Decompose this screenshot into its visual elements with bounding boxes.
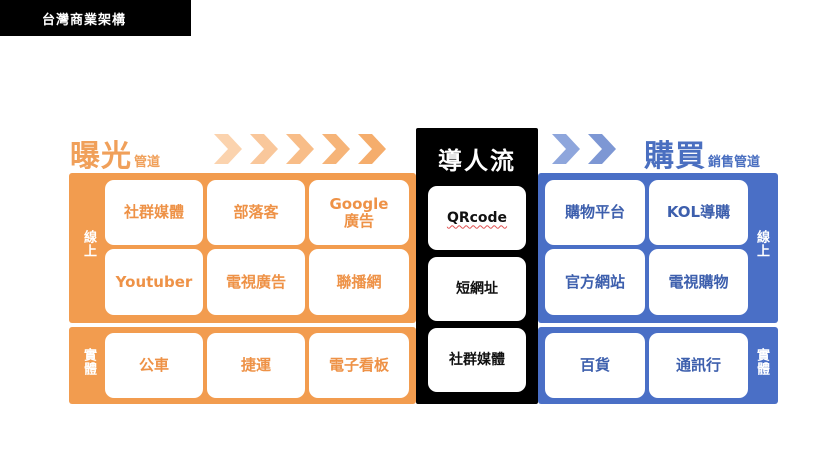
purchase-physical-panel: 百貨 通訊行 實體 [538,327,778,404]
exposure-card-mrt: 捷運 [207,333,305,398]
purchase-title-sub: 銷售管道 [708,155,761,170]
exposure-online-label: 線上 [81,230,96,258]
traffic-card-short-url: 短網址 [428,257,526,321]
chevron-right-icon [358,134,386,164]
traffic-card-qrcode-label: QRcode [446,209,508,226]
exposure-card-digital-signage: 電子看板 [309,333,409,398]
chevron-right-icon [214,134,242,164]
exposure-physical-label: 實體 [81,348,96,376]
header-bar: 台灣商業架構 [0,0,191,36]
purchase-arrows [552,134,624,164]
purchase-title: 購買銷售管道 [644,131,760,175]
purchase-title-main: 購買 [644,139,706,174]
exposure-card-social-media: 社群媒體 [105,180,203,245]
exposure-title-sub: 管道 [134,155,161,170]
exposure-card-bus: 公車 [105,333,203,398]
traffic-panel: 導人流 QRcode 短網址 社群媒體 [416,128,538,404]
exposure-physical-panel: 實體 公車 捷運 電子看板 [69,327,416,404]
chevron-right-icon [322,134,350,164]
purchase-card-telecom-store: 通訊行 [649,333,748,398]
purchase-card-official-website: 官方網站 [545,249,645,315]
purchase-card-ecommerce-platform: 購物平台 [545,180,645,245]
purchase-physical-label: 實體 [754,348,769,376]
purchase-card-department-store: 百貨 [545,333,645,398]
exposure-card-google-ads: Google 廣告 [309,180,409,245]
exposure-card-blogger: 部落客 [207,180,305,245]
purchase-card-kol-referral: KOL導購 [649,180,748,245]
header-title: 台灣商業架構 [42,13,127,28]
purchase-online-panel: 購物平台 KOL導購 官方網站 電視購物 線上 [538,173,778,323]
purchase-card-tv-shopping: 電視購物 [649,249,748,315]
exposure-card-youtuber: Youtuber [105,249,203,315]
exposure-online-panel: 線上 社群媒體 部落客 Google 廣告 Youtuber 電視廣告 聯播網 [69,173,416,323]
purchase-online-label: 線上 [754,230,769,258]
chevron-right-icon [552,134,580,164]
chevron-right-icon [286,134,314,164]
traffic-title: 導人流 [438,147,516,175]
exposure-title-main: 曝光 [70,139,132,174]
exposure-card-ad-network: 聯播網 [309,249,409,315]
exposure-title: 曝光管道 [70,131,160,175]
traffic-card-social-media: 社群媒體 [428,328,526,392]
exposure-arrows [214,134,394,164]
chevron-right-icon [588,134,616,164]
chevron-right-icon [250,134,278,164]
traffic-card-qrcode: QRcode [428,186,526,250]
exposure-card-tv-ads: 電視廣告 [207,249,305,315]
